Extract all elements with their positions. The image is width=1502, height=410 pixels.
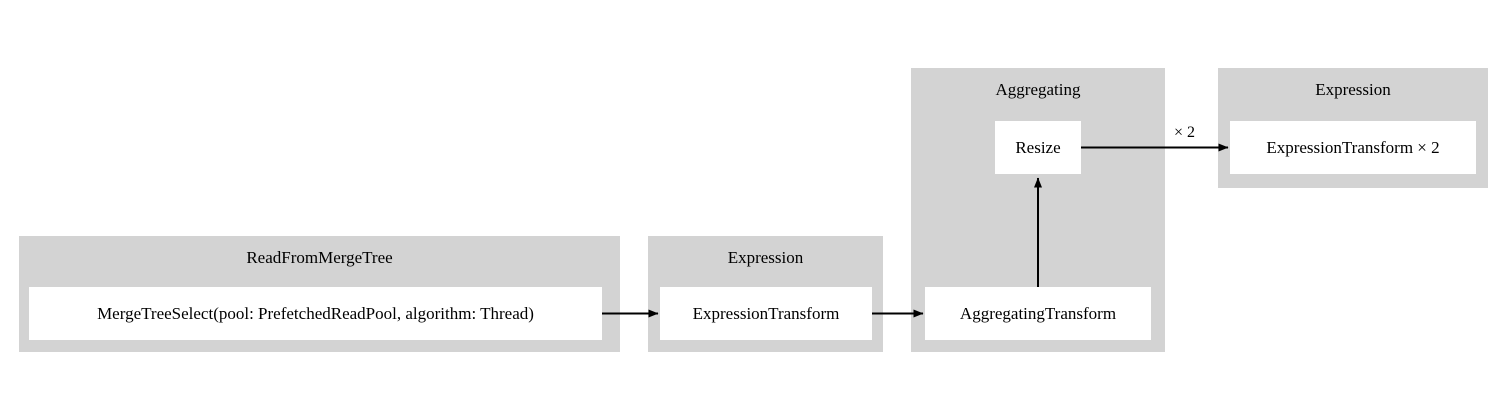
cluster-label-expression-2: Expression bbox=[1315, 80, 1391, 99]
edge-label-resize-to-expression2: × 2 bbox=[1174, 124, 1196, 141]
node-expression-transform-x2[interactable]: ExpressionTransform × 2 bbox=[1230, 121, 1476, 174]
cluster-read-from-merge-tree: ReadFromMergeTree MergeTreeSelect(pool: … bbox=[19, 236, 620, 352]
node-resize[interactable]: Resize bbox=[995, 121, 1081, 174]
cluster-expression-2: Expression ExpressionTransform × 2 bbox=[1218, 68, 1488, 188]
cluster-expression-1: Expression ExpressionTransform bbox=[648, 236, 883, 352]
node-aggregating-transform[interactable]: AggregatingTransform bbox=[925, 287, 1151, 340]
node-expression-transform[interactable]: ExpressionTransform bbox=[660, 287, 872, 340]
cluster-label-expression-1: Expression bbox=[727, 248, 804, 267]
node-merge-tree-select[interactable]: MergeTreeSelect(pool: PrefetchedReadPool… bbox=[29, 287, 602, 340]
cluster-label-aggregating: Aggregating bbox=[995, 80, 1081, 99]
cluster-aggregating: Aggregating Resize AggregatingTransform bbox=[911, 68, 1165, 352]
cluster-label-read-from-merge-tree: ReadFromMergeTree bbox=[246, 248, 393, 267]
